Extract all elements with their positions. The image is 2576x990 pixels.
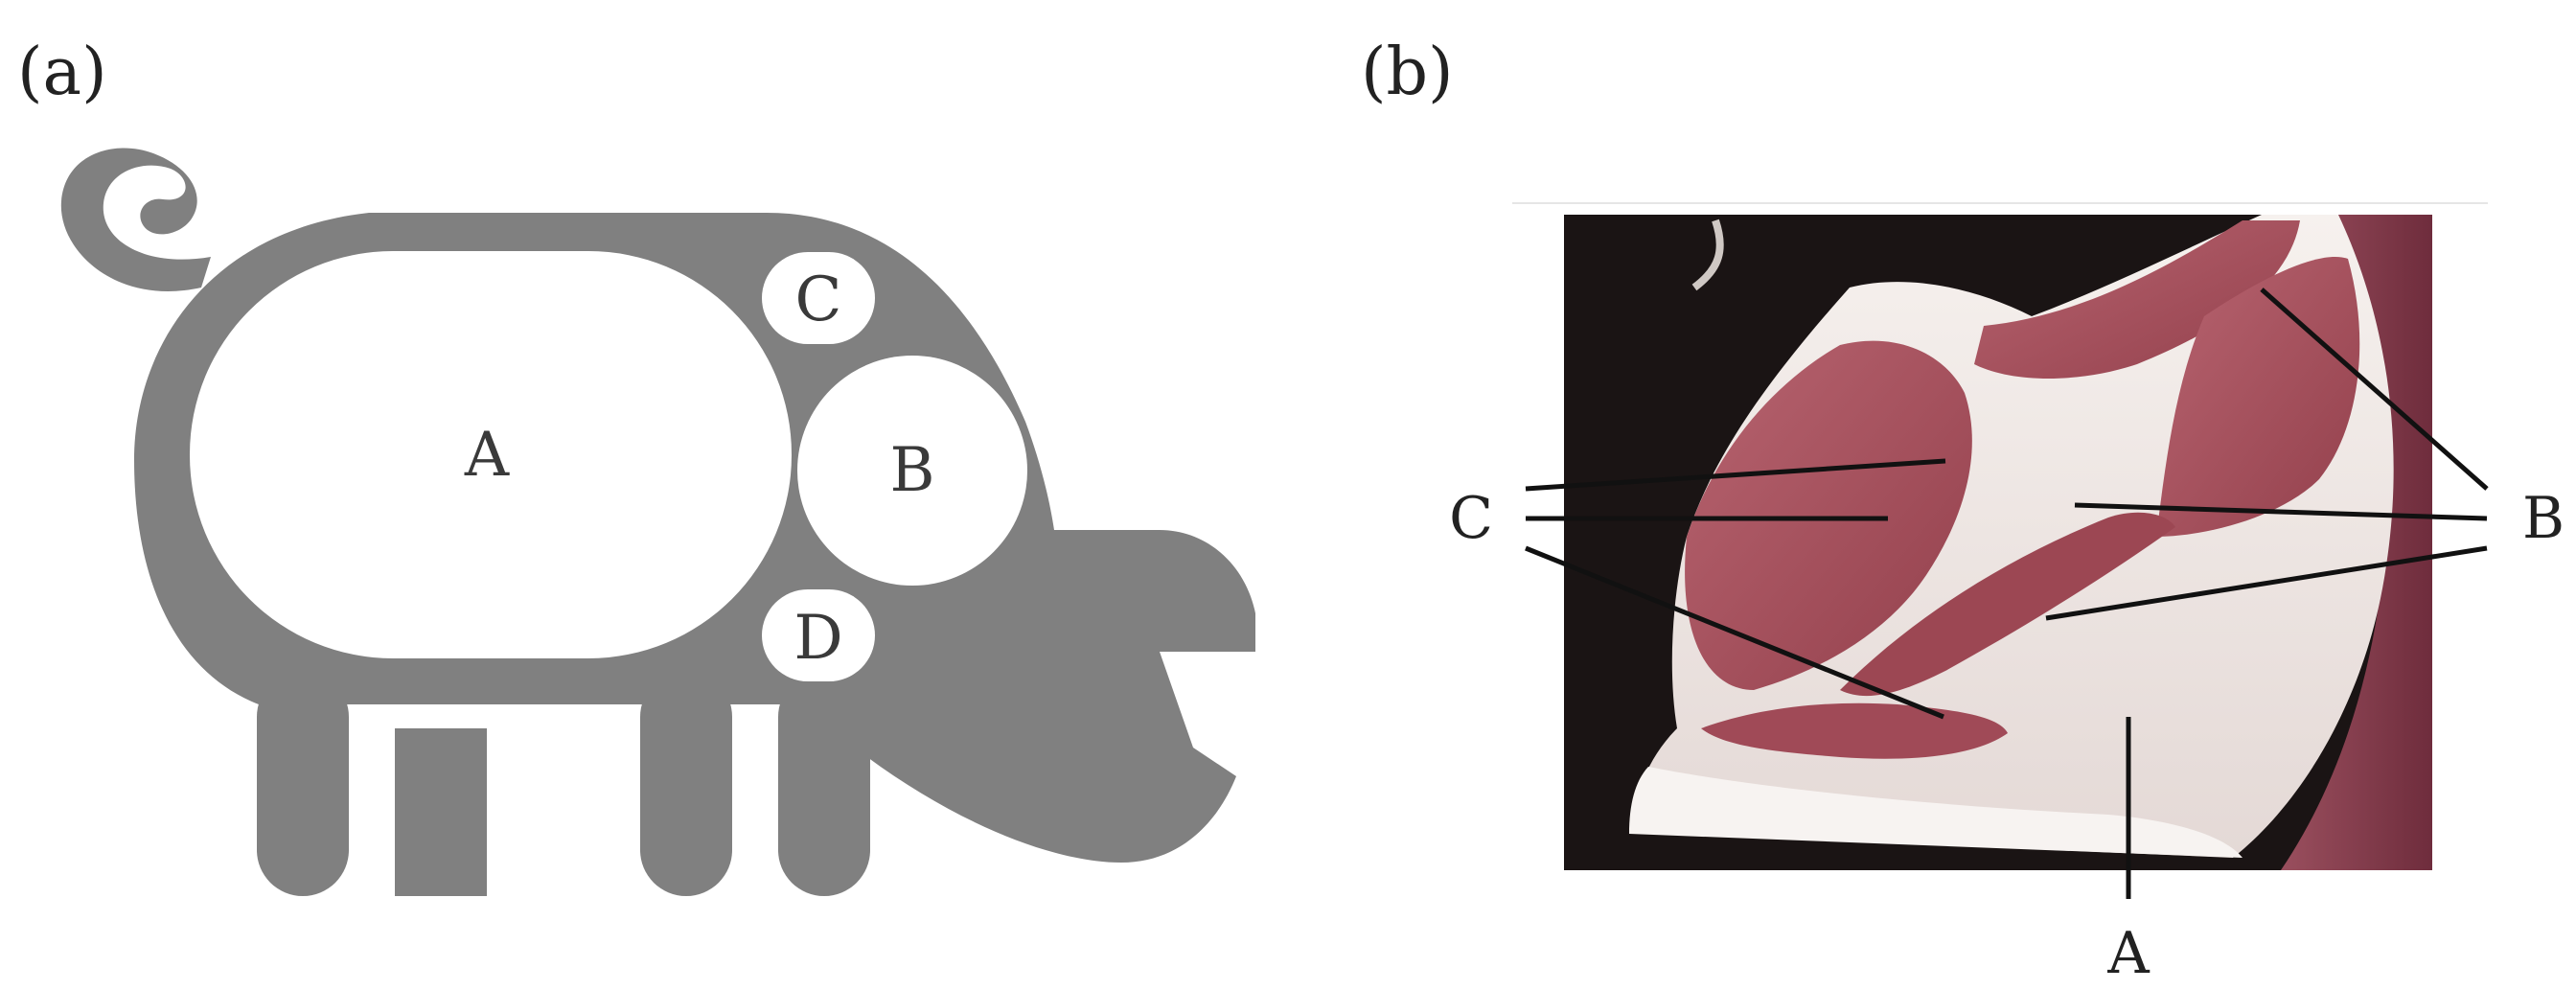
panel-a: (a) A B C D xyxy=(17,35,1255,896)
ham-rind xyxy=(2281,215,2432,870)
leader-b-1 xyxy=(2260,288,2489,491)
pig-leg-1 xyxy=(257,671,349,896)
leader-lines xyxy=(1525,288,2489,899)
pig-leg-3 xyxy=(640,671,732,896)
photo-hook xyxy=(1691,219,1724,291)
panel-b-label: (b) xyxy=(1361,35,1454,110)
ham-lean-strip xyxy=(1840,512,2175,697)
leader-c-3 xyxy=(1525,545,1944,720)
region-b-label: B xyxy=(889,435,934,506)
leader-b-3 xyxy=(2045,545,2488,621)
callout-b-label: B xyxy=(2522,485,2564,552)
pig-regions xyxy=(190,251,1027,681)
pig-leg-4 xyxy=(778,671,870,896)
region-a-label: A xyxy=(464,420,510,491)
region-c-shape xyxy=(762,252,875,344)
ham-lean-left xyxy=(1685,340,1972,690)
region-c-label: C xyxy=(795,265,842,335)
callout-a-label: A xyxy=(2106,920,2150,987)
leader-b-2 xyxy=(2074,502,2488,521)
panel-b: (b) xyxy=(1361,35,2564,987)
pig-tail xyxy=(60,148,211,291)
region-d-shape xyxy=(762,589,875,681)
ham-lean-lower xyxy=(1701,702,2008,759)
ham-photo xyxy=(1564,215,2432,870)
leader-c-1 xyxy=(1525,458,1946,492)
callout-c-label: C xyxy=(1449,485,1493,552)
region-b-shape xyxy=(797,356,1027,586)
panel-a-label: (a) xyxy=(17,35,107,110)
ham-lean-right xyxy=(2156,257,2360,537)
ham-lean-upper xyxy=(1974,220,2300,379)
region-d-label: D xyxy=(794,603,842,674)
region-a-shape xyxy=(190,251,792,658)
pig-leg-2-cap xyxy=(395,805,487,896)
ham-fat-base xyxy=(1629,767,2242,858)
